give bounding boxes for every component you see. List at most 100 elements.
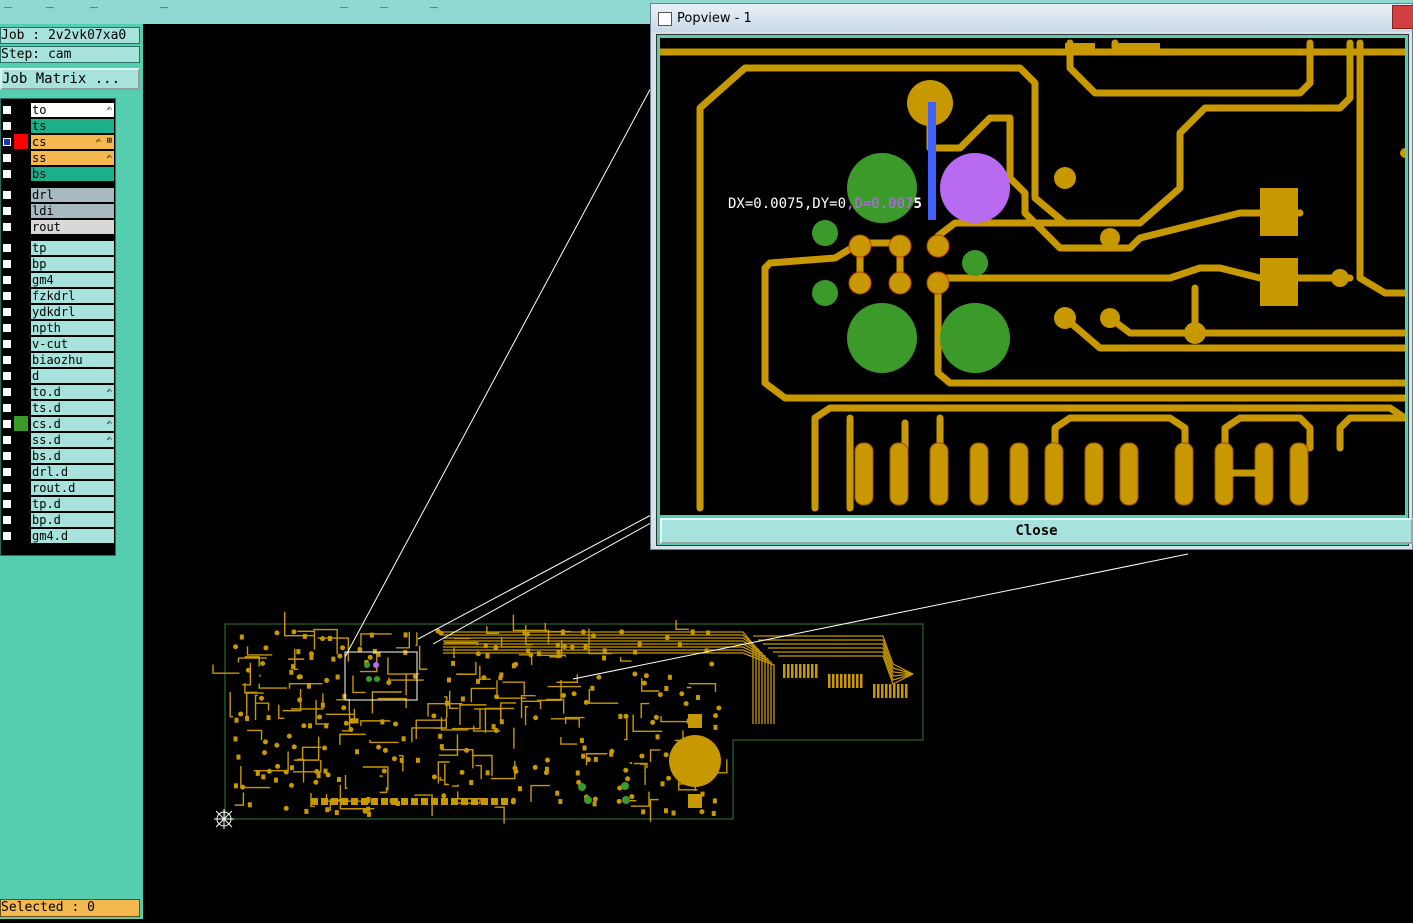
layer-color-swatch[interactable] [14, 480, 28, 495]
layer-color-swatch[interactable] [14, 496, 28, 511]
layer-color-swatch[interactable] [14, 166, 28, 181]
layer-name[interactable]: drl [30, 187, 115, 203]
layer-name[interactable]: ss.d [30, 432, 115, 448]
job-matrix-button[interactable]: Job Matrix ... [0, 68, 140, 90]
layer-row[interactable]: drl.d [1, 464, 115, 480]
layer-name[interactable]: bp.d [30, 512, 115, 528]
layer-row[interactable]: tp.d [1, 496, 115, 512]
layer-row[interactable]: tp [1, 240, 115, 256]
layer-name[interactable]: ldi [30, 203, 115, 219]
layer-color-swatch[interactable] [14, 400, 28, 415]
layer-checkbox[interactable] [2, 387, 12, 397]
layer-row[interactable]: ydkdrl [1, 304, 115, 320]
layer-checkbox[interactable] [2, 259, 12, 269]
layer-name[interactable]: ts.d [30, 400, 115, 416]
layer-checkbox[interactable] [2, 515, 12, 525]
layer-name[interactable]: drl.d [30, 464, 115, 480]
popview-titlebar[interactable]: Popview - 1 [651, 4, 1413, 32]
layer-checkbox[interactable] [2, 222, 12, 232]
layer-name[interactable]: bp [30, 256, 115, 272]
layer-color-swatch[interactable] [14, 203, 28, 218]
popview-zoom-view[interactable]: DX=0.0075,DY=0,D=0.0075 [660, 38, 1405, 515]
layer-checkbox[interactable] [2, 291, 12, 301]
layer-row[interactable]: cs✍ ⊞ [1, 134, 115, 150]
layer-name[interactable]: v-cut [30, 336, 115, 352]
layer-row[interactable]: ldi [1, 203, 115, 219]
layer-name[interactable]: d [30, 368, 115, 384]
layer-color-swatch[interactable] [14, 416, 28, 431]
layer-row[interactable]: cs.d✍ [1, 416, 115, 432]
layer-name[interactable]: fzkdrl [30, 288, 115, 304]
layer-color-swatch[interactable] [14, 118, 28, 133]
layer-row[interactable]: bs [1, 166, 115, 182]
layer-row[interactable]: ts [1, 118, 115, 134]
layer-checkbox[interactable] [2, 243, 12, 253]
layer-checkbox[interactable] [2, 307, 12, 317]
layer-color-swatch[interactable] [14, 187, 28, 202]
layer-checkbox[interactable] [2, 531, 12, 541]
layer-row[interactable]: to.d✍ [1, 384, 115, 400]
layer-checkbox[interactable] [2, 323, 12, 333]
layer-row[interactable]: ss✍ [1, 150, 115, 166]
layer-color-swatch[interactable] [14, 134, 28, 149]
layer-color-swatch[interactable] [14, 352, 28, 367]
close-button[interactable]: Close [660, 518, 1413, 544]
layer-color-swatch[interactable] [14, 448, 28, 463]
layer-row[interactable]: bp.d [1, 512, 115, 528]
layer-color-swatch[interactable] [14, 384, 28, 399]
layer-name[interactable]: npth [30, 320, 115, 336]
layer-name[interactable]: tp.d [30, 496, 115, 512]
layer-color-swatch[interactable] [14, 432, 28, 447]
layer-color-swatch[interactable] [14, 272, 28, 287]
layer-color-swatch[interactable] [14, 219, 28, 234]
layer-row[interactable]: d [1, 368, 115, 384]
layer-name[interactable]: to.d [30, 384, 115, 400]
layer-name[interactable]: ss [30, 150, 115, 166]
layer-name[interactable]: bs [30, 166, 115, 182]
layer-row[interactable]: to✍ [1, 102, 115, 118]
layer-row[interactable]: rout.d [1, 480, 115, 496]
layer-color-swatch[interactable] [14, 304, 28, 319]
layer-color-swatch[interactable] [14, 102, 28, 117]
layer-row[interactable]: rout [1, 219, 115, 235]
layer-row[interactable]: gm4.d [1, 528, 115, 544]
layer-color-swatch[interactable] [14, 256, 28, 271]
layer-name[interactable]: ydkdrl [30, 304, 115, 320]
layer-checkbox[interactable] [2, 206, 12, 216]
layer-row[interactable]: v-cut [1, 336, 115, 352]
layer-name[interactable]: gm4 [30, 272, 115, 288]
layer-row[interactable]: npth [1, 320, 115, 336]
layer-name[interactable]: tp [30, 240, 115, 256]
layer-name[interactable]: cs [30, 134, 115, 150]
layer-row[interactable]: ss.d✍ [1, 432, 115, 448]
layer-name[interactable]: rout.d [30, 480, 115, 496]
layer-row[interactable]: ts.d [1, 400, 115, 416]
layer-color-swatch[interactable] [14, 368, 28, 383]
layer-row[interactable]: biaozhu [1, 352, 115, 368]
layer-checkbox[interactable] [2, 153, 12, 163]
layer-checkbox[interactable] [3, 138, 11, 146]
layer-checkbox[interactable] [2, 483, 12, 493]
layer-checkbox[interactable] [2, 169, 12, 179]
layer-name[interactable]: to [30, 102, 115, 118]
layer-name[interactable]: rout [30, 219, 115, 235]
layer-color-swatch[interactable] [14, 150, 28, 165]
layer-checkbox[interactable] [2, 371, 12, 381]
layer-checkbox[interactable] [2, 499, 12, 509]
layer-color-swatch[interactable] [14, 320, 28, 335]
layer-color-swatch[interactable] [14, 240, 28, 255]
layer-checkbox[interactable] [2, 355, 12, 365]
layer-row[interactable]: fzkdrl [1, 288, 115, 304]
layer-checkbox[interactable] [2, 435, 12, 445]
layer-name[interactable]: cs.d [30, 416, 115, 432]
layer-name[interactable]: ts [30, 118, 115, 134]
layer-row[interactable]: gm4 [1, 272, 115, 288]
layer-color-swatch[interactable] [14, 528, 28, 543]
layer-checkbox[interactable] [2, 403, 12, 413]
layer-name[interactable]: bs.d [30, 448, 115, 464]
layer-color-swatch[interactable] [14, 464, 28, 479]
layer-checkbox[interactable] [2, 275, 12, 285]
layer-checkbox[interactable] [2, 190, 12, 200]
layer-checkbox[interactable] [2, 121, 12, 131]
layer-checkbox[interactable] [2, 419, 12, 429]
